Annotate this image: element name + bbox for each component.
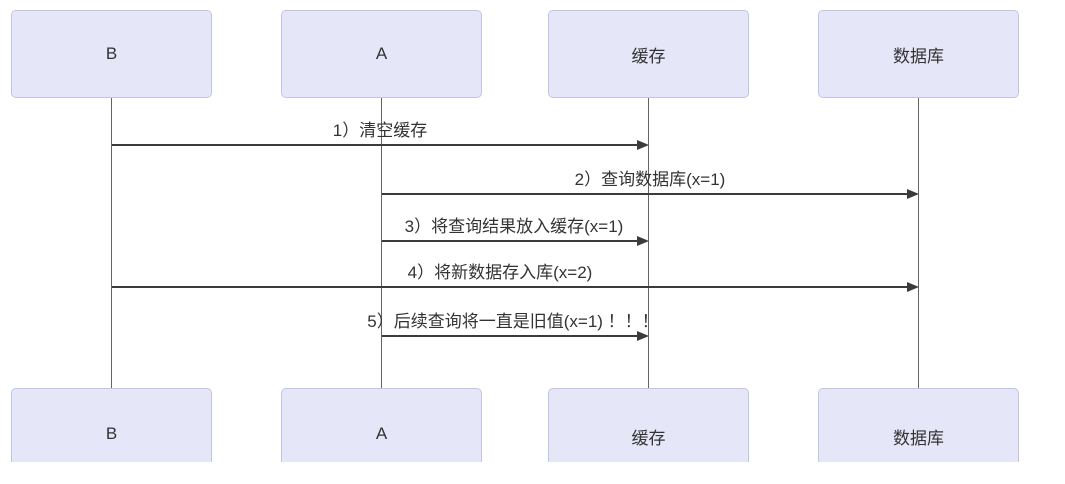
message-3-arrowhead-icon	[636, 236, 649, 246]
participant-label-a: A	[375, 44, 388, 63]
message-3-label: 3）将查询结果放入缓存(x=1)	[404, 217, 624, 236]
message-1-arrowhead-icon	[636, 140, 649, 150]
message-2-arrow-line	[381, 193, 909, 195]
participant-a-bottom: A	[281, 388, 482, 462]
participant-database-top: 数据库	[818, 10, 1019, 98]
participant-label-database: 数据库	[893, 46, 944, 66]
participant-database-bottom: 数据库	[818, 388, 1019, 462]
participant-b-top: B	[11, 10, 212, 98]
message-4-arrowhead-icon	[906, 282, 919, 292]
participant-label-database: 数据库	[893, 429, 944, 448]
lifeline-b	[110, 98, 113, 388]
lifeline-database	[917, 98, 920, 388]
participant-label-cache: 缓存	[631, 46, 666, 66]
message-1-label: 1）清空缓存	[332, 121, 428, 140]
participant-label-b: B	[105, 424, 118, 443]
participant-label-cache: 缓存	[631, 429, 666, 448]
participant-cache-top: 缓存	[548, 10, 749, 98]
message-3-arrow-line	[381, 240, 639, 242]
message-4-label: 4）将新数据存入库(x=2)	[407, 263, 593, 282]
participant-a-top: A	[281, 10, 482, 98]
message-5-arrow-line	[381, 335, 639, 337]
participant-label-a: A	[375, 424, 388, 443]
message-4-arrow-line	[111, 286, 909, 288]
message-1-arrow-line	[111, 144, 639, 146]
lifeline-a	[380, 98, 383, 388]
message-2-label: 2）查询数据库(x=1)	[574, 170, 726, 189]
participant-label-b: B	[105, 44, 118, 63]
participant-b-bottom: B	[11, 388, 212, 462]
message-5-arrowhead-icon	[636, 331, 649, 341]
lifeline-cache	[647, 98, 650, 388]
message-2-arrowhead-icon	[906, 189, 919, 199]
participant-cache-bottom: 缓存	[548, 388, 749, 462]
message-5-label: 5）后续查询将一直是旧值(x=1) ！！！	[367, 312, 659, 331]
